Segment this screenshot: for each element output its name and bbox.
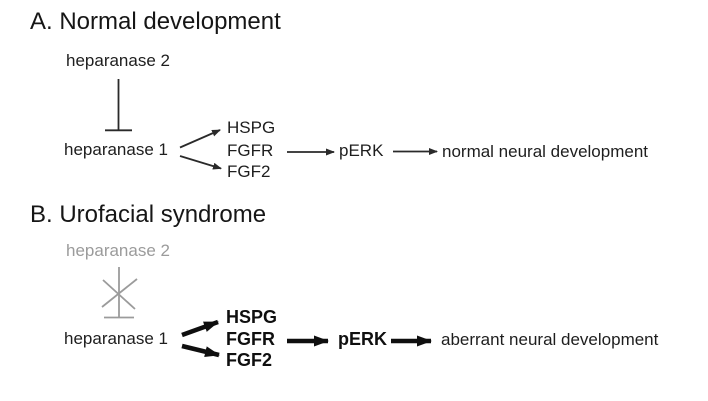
node-heparanase1-a: heparanase 1 xyxy=(64,140,168,159)
cross-out-icon-stroke1 xyxy=(101,278,138,308)
cross-out-icon-stroke2 xyxy=(102,279,136,310)
node-heparanase1-b: heparanase 1 xyxy=(64,329,168,348)
node-heparanase2-a: heparanase 2 xyxy=(66,51,170,70)
panel-b-title: B. Urofacial syndrome xyxy=(30,201,267,228)
activation-arrow-fgf2-a xyxy=(179,155,222,170)
outcome-b: aberrant neural development xyxy=(441,330,659,349)
node-fgfr-b: FGFR xyxy=(226,329,275,349)
node-hspg-b: HSPG xyxy=(226,307,278,327)
panel-a-title: A. Normal development xyxy=(30,8,281,35)
activation-arrow-hspg-a xyxy=(179,129,221,149)
activation-arrow-fgf2-b xyxy=(181,343,220,358)
node-fgf2-b: FGF2 xyxy=(226,350,273,370)
node-hspg-a: HSPG xyxy=(227,118,276,137)
node-fgfr-a: FGFR xyxy=(227,141,274,160)
node-heparanase2-b: heparanase 2 xyxy=(66,241,170,260)
node-perk-b: pERK xyxy=(338,329,387,349)
outcome-a: normal neural development xyxy=(442,142,649,161)
node-fgf2-a: FGF2 xyxy=(227,162,271,181)
activation-arrow-hspg-b xyxy=(181,319,219,338)
node-perk-a: pERK xyxy=(339,141,384,160)
